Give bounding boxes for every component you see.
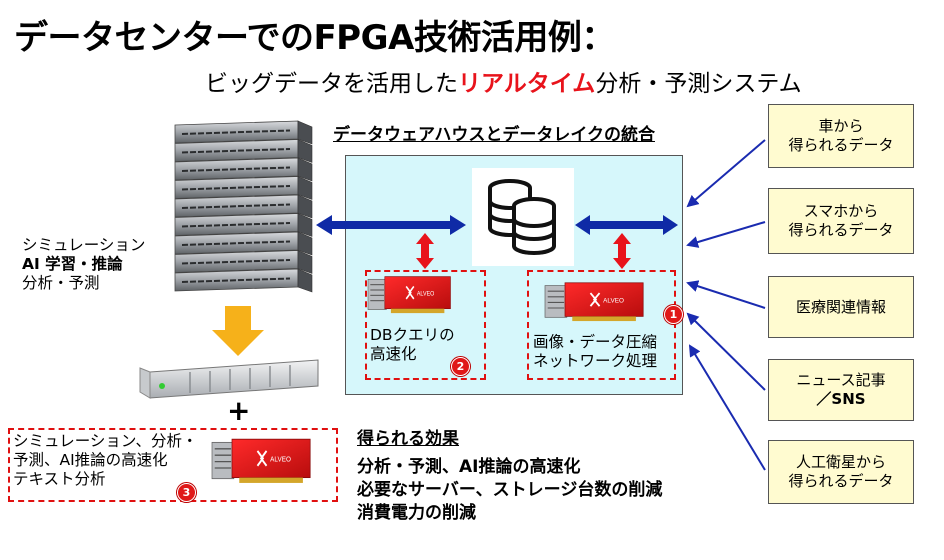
- db-query-card: [365, 270, 486, 380]
- red-arrow-image-card: [613, 233, 631, 269]
- svg-text:ALVEO: ALVEO: [603, 297, 624, 304]
- image-compression-card: [527, 270, 676, 380]
- fpga-card-image: ALVEO: [367, 276, 451, 314]
- simulation-card: [8, 428, 338, 502]
- server-line3: 分析・予測: [22, 274, 100, 292]
- rack-unit: [174, 250, 313, 274]
- source-smartphone-data: スマホから 得られるデータ: [768, 188, 914, 254]
- source-line1: 人工衛星から: [795, 453, 886, 471]
- server-rack-image: [174, 120, 313, 293]
- svg-text:ALVEO: ALVEO: [270, 456, 291, 464]
- source-line1: 車から: [818, 117, 864, 135]
- red-arrow-db-query: [416, 233, 434, 269]
- sim-line1: シミュレーション、分析・: [13, 432, 198, 450]
- single-server-image: [139, 359, 319, 399]
- number-badge-3: 3: [177, 483, 196, 502]
- server-line1: シミュレーション: [22, 236, 146, 254]
- effect-item: 消費電力の削減: [357, 503, 476, 523]
- number-badge-2: 2: [451, 357, 470, 376]
- page-subtitle: ビッグデータを活用したリアルタイム分析・予測システム: [205, 64, 802, 98]
- simulation-card-label: シミュレーション、分析・ 予測、AI推論の高速化 テキスト分析: [13, 432, 197, 489]
- source-line1: ニュース記事: [796, 371, 886, 389]
- rack-unit: [174, 213, 313, 237]
- source-line2: 得られるデータ: [788, 221, 894, 239]
- source-arrows: [686, 139, 766, 471]
- server-line2: AI 学習・推論: [22, 255, 123, 273]
- subtitle-highlight: リアルタイム: [458, 71, 596, 97]
- rack-unit: [174, 231, 313, 256]
- source-news-sns: ニュース記事 ／SNS: [768, 359, 914, 421]
- database-icon-panel: [472, 168, 574, 266]
- effect-item: 必要なサーバー、ストレージ台数の削減: [357, 480, 663, 500]
- number-badge-1: 1: [664, 305, 683, 324]
- page-title: データセンターでのFPGA技術活用例：: [14, 18, 615, 58]
- db-query-line2: 高速化: [370, 345, 417, 363]
- source-medical-info: 医療関連情報: [768, 276, 914, 338]
- image-card-line1: 画像・データ圧縮: [533, 333, 658, 351]
- svg-text:ALVEO: ALVEO: [417, 291, 435, 297]
- image-card-line2: ネットワーク処理: [533, 352, 658, 370]
- source-car-data: 車から 得られるデータ: [768, 104, 914, 168]
- effects-list: 分析・予測、AI推論の高速化 必要なサーバー、ストレージ台数の削減 消費電力の削…: [357, 456, 662, 525]
- effect-item: 分析・予測、AI推論の高速化: [357, 457, 581, 477]
- fpga-card-image: ALVEO: [211, 438, 311, 483]
- rack-unit: [174, 157, 313, 182]
- image-card-label: 画像・データ圧縮 ネットワーク処理: [533, 333, 657, 371]
- effects-title: 得られる効果: [357, 429, 459, 449]
- db-query-line1: DBクエリの: [370, 326, 455, 344]
- source-satellite-data: 人工衛星から 得られるデータ: [768, 440, 914, 504]
- database-icon: [488, 179, 556, 255]
- source-line2: 得られるデータ: [788, 136, 894, 154]
- warehouse-label: データウェアハウスとデータレイクの統合: [333, 125, 655, 145]
- bidirectional-arrow-db-sources: [575, 215, 678, 235]
- server-workload-label: シミュレーション AI 学習・推論 分析・予測: [22, 236, 145, 293]
- fpga-card-image: ALVEO: [544, 282, 644, 322]
- sim-line3: テキスト分析: [13, 470, 106, 488]
- plus-sign: +: [227, 394, 251, 427]
- rack-unit: [174, 139, 313, 163]
- rack-unit: [174, 268, 313, 293]
- rack-unit: [174, 176, 313, 200]
- subtitle-prefix: ビッグデータを活用した: [205, 71, 458, 97]
- source-line1: スマホから: [803, 202, 879, 220]
- db-query-label: DBクエリの 高速化: [370, 326, 455, 364]
- bidirectional-arrow-server-db: [316, 215, 466, 235]
- down-arrow: [212, 306, 264, 356]
- sim-line2: 予測、AI推論の高速化: [13, 451, 168, 469]
- source-line2: 得られるデータ: [788, 472, 894, 490]
- rack-unit: [174, 120, 313, 145]
- source-line1: 医療関連情報: [795, 297, 886, 316]
- source-line2: ／SNS: [816, 390, 866, 408]
- subtitle-suffix: 分析・予測システム: [595, 71, 802, 97]
- rack-unit: [174, 194, 313, 219]
